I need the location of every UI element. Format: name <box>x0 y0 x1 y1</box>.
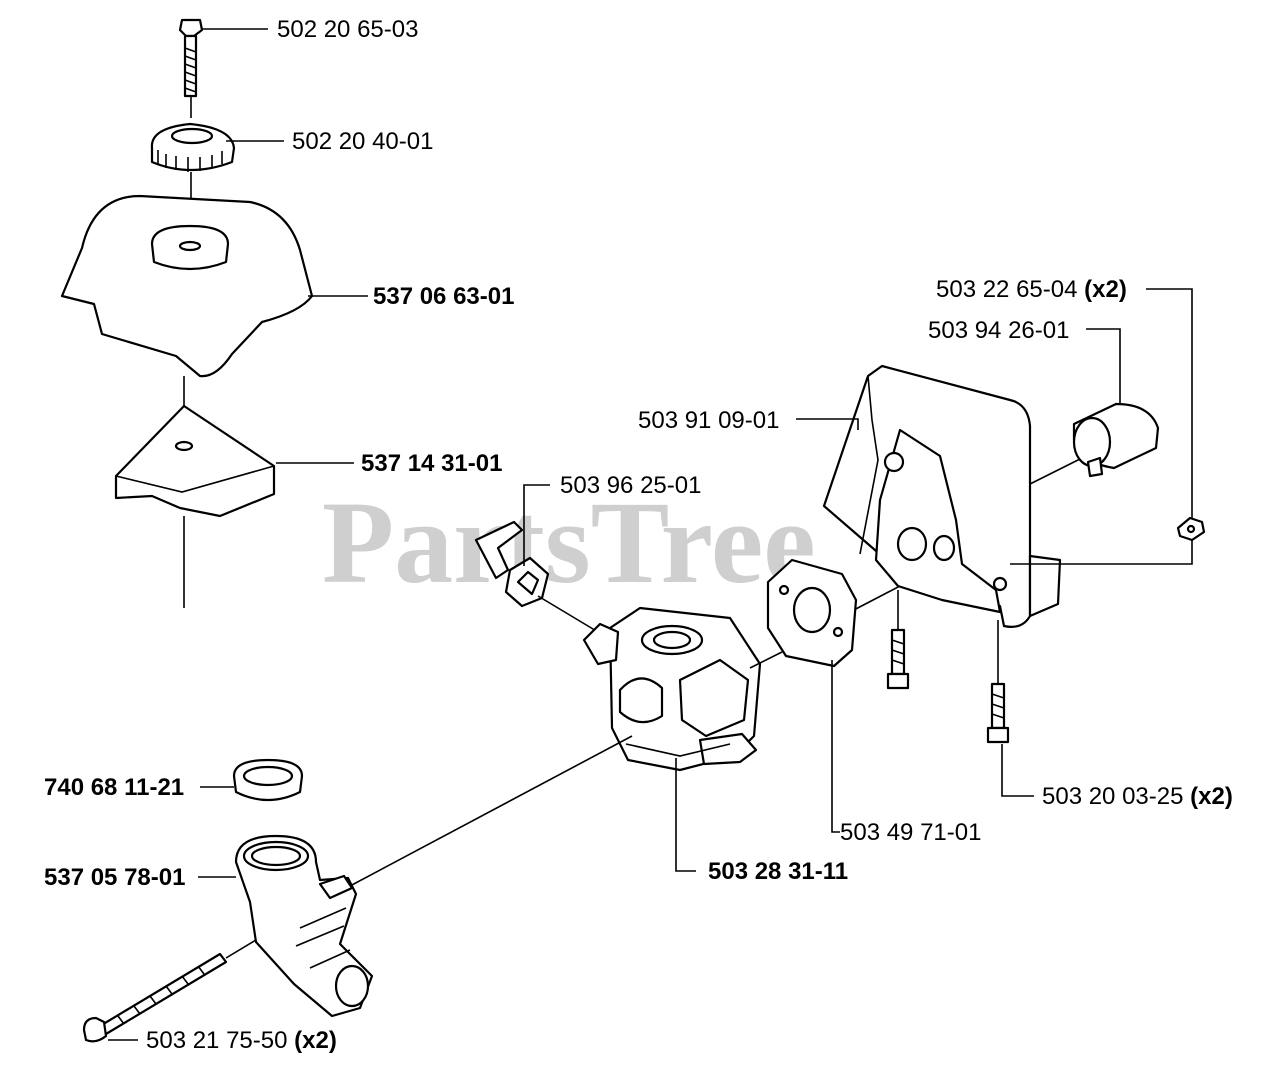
part-label[interactable]: 503 49 71-01 <box>840 819 981 846</box>
part-label[interactable]: 503 96 25-01 <box>560 472 701 499</box>
part-label[interactable]: 537 06 63-01 <box>373 283 514 310</box>
part-label[interactable]: 502 20 65-03 <box>277 16 418 43</box>
long-screw-part[interactable] <box>82 939 257 1043</box>
part-label[interactable]: 503 91 09-01 <box>638 407 779 434</box>
sleeve-part[interactable] <box>1072 402 1160 478</box>
gasket-part[interactable] <box>766 558 858 668</box>
part-label[interactable]: 503 94 26-01 <box>928 317 1069 344</box>
bolt-part[interactable] <box>178 18 204 98</box>
carburetor-part[interactable] <box>582 606 762 772</box>
part-label[interactable]: 503 20 03-25 (x2) <box>1042 783 1233 810</box>
part-label[interactable]: 503 22 65-04 (x2) <box>936 276 1127 303</box>
part-label[interactable]: 537 05 78-01 <box>44 864 185 891</box>
intake-elbow-part[interactable] <box>234 834 374 1018</box>
air-filter-part[interactable] <box>114 404 276 518</box>
leader-lines <box>108 28 1193 1041</box>
part-label[interactable]: 502 20 40-01 <box>292 128 433 155</box>
knob-part[interactable] <box>150 122 236 172</box>
part-label[interactable]: 740 68 11-21 <box>44 774 184 801</box>
ring-part[interactable] <box>232 758 304 802</box>
part-label[interactable]: 503 28 31-11 <box>708 858 848 885</box>
screw-part-right[interactable] <box>986 620 1010 744</box>
watermark: PartsTree <box>322 477 816 608</box>
air-filter-cover-part[interactable] <box>60 194 314 378</box>
part-label[interactable]: 503 21 75-50 (x2) <box>146 1027 337 1054</box>
filter-holder-part[interactable] <box>822 364 1062 628</box>
nut-part[interactable] <box>1176 516 1206 542</box>
screw-part-left[interactable] <box>886 590 910 690</box>
part-label[interactable]: 537 14 31-01 <box>361 450 502 477</box>
